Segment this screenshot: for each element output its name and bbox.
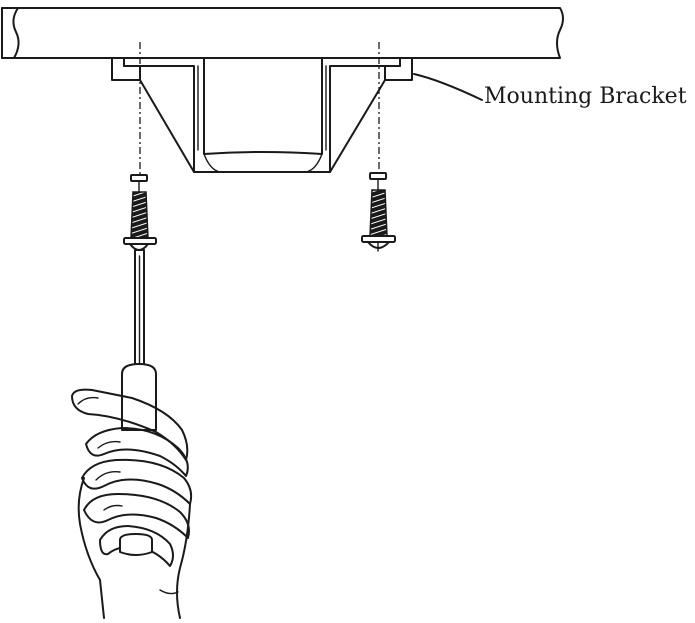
callout-leader-line [413, 73, 483, 101]
mounting-bracket-callout-label: Mounting Bracket [484, 84, 687, 109]
hand-icon [71, 388, 193, 619]
ceiling-board-icon [1, 6, 564, 59]
wall-anchor-icon [123, 174, 157, 245]
mounting-bracket-icon [111, 57, 413, 173]
screwdriver-icon [121, 243, 157, 431]
screw-icon [361, 172, 396, 252]
